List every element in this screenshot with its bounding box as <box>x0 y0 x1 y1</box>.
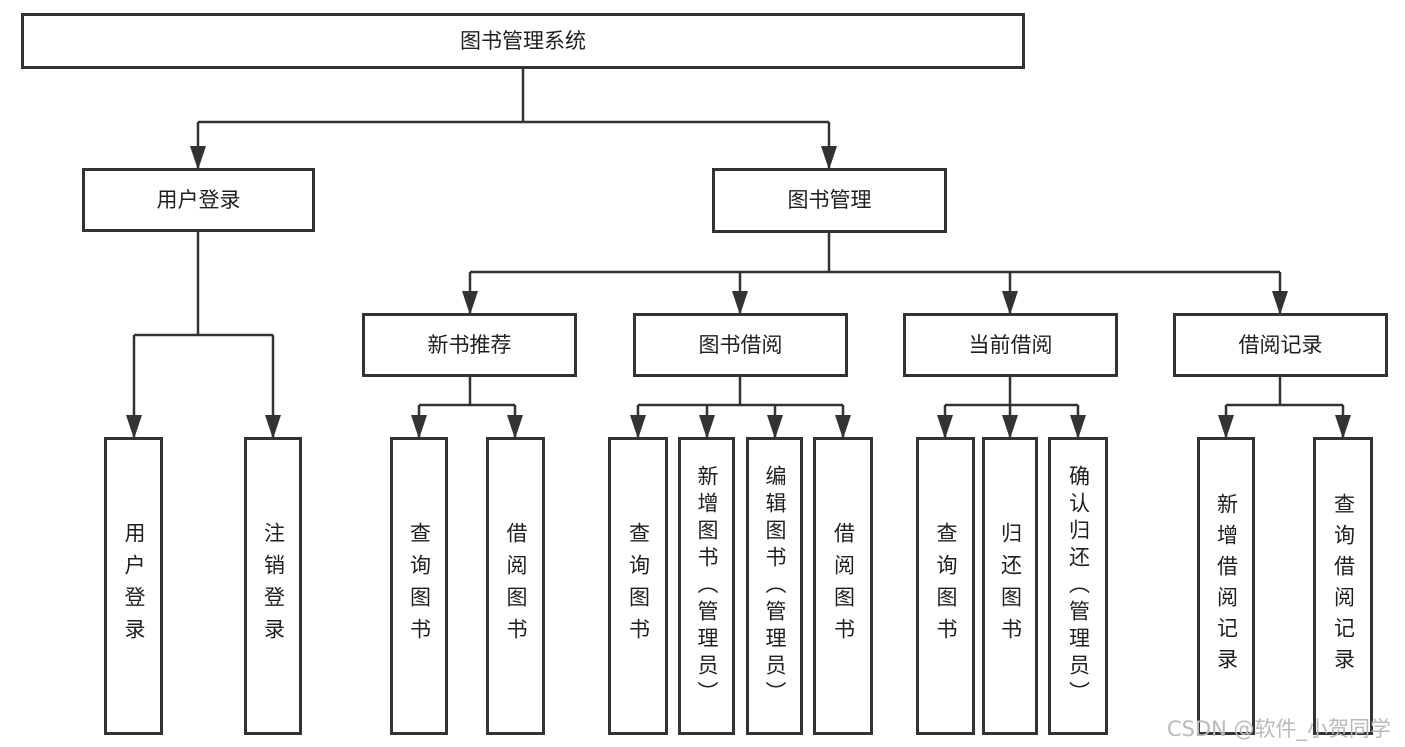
csdn-watermark: CSDN @软件_小贺同学 <box>1166 717 1391 741</box>
node-label: 注销登录 <box>261 522 286 650</box>
leaf-bb-add-books-admin: 新增图书（管理员） <box>678 437 735 735</box>
node-label: 确认归还（管理员） <box>1066 464 1091 708</box>
leaf-cb-query-books: 查询图书 <box>916 437 975 735</box>
leaf-cb-return-books: 归还图书 <box>982 437 1038 735</box>
leaf-rec-query-books: 查询图书 <box>390 437 448 735</box>
leaf-bb-edit-books-admin: 编辑图书（管理员） <box>746 437 803 735</box>
node-user-login: 用户登录 <box>82 168 315 232</box>
node-label: 新增借阅记录 <box>1214 493 1239 679</box>
node-current-borrowing: 当前借阅 <box>903 313 1118 377</box>
leaf-rec-borrow-books: 借阅图书 <box>486 437 545 735</box>
leaf-bb-borrow-books: 借阅图书 <box>813 437 873 735</box>
leaf-logout-login: 注销登录 <box>244 437 302 735</box>
node-label: 新增图书（管理员） <box>695 464 719 708</box>
node-borrowing-records: 借阅记录 <box>1173 313 1388 377</box>
leaf-cb-confirm-return-admin: 确认归还（管理员） <box>1048 437 1108 735</box>
node-label: 用户登录 <box>156 187 241 212</box>
leaf-bb-query-books: 查询图书 <box>608 437 668 735</box>
node-label: 借阅记录 <box>1238 332 1323 357</box>
node-label: 用户登录 <box>122 522 146 650</box>
node-book-management: 图书管理 <box>712 168 947 233</box>
node-label: 图书管理系统 <box>460 28 586 53</box>
node-new-book-recommend: 新书推荐 <box>362 313 577 377</box>
node-label: 归还图书 <box>998 522 1023 650</box>
leaf-br-query-record: 查询借阅记录 <box>1313 437 1373 735</box>
node-label: 借阅图书 <box>831 522 856 650</box>
node-label: 查询图书 <box>626 522 651 650</box>
leaf-user-login: 用户登录 <box>104 437 163 735</box>
node-label: 查询图书 <box>407 522 432 650</box>
node-label: 查询图书 <box>934 522 958 650</box>
node-label: 图书管理 <box>787 188 872 212</box>
node-label: 编辑图书（管理员） <box>763 464 787 708</box>
node-label: 查询借阅记录 <box>1331 493 1356 679</box>
leaf-br-add-record: 新增借阅记录 <box>1197 437 1255 735</box>
node-label: 新书推荐 <box>427 332 512 357</box>
node-label: 借阅图书 <box>504 522 528 650</box>
node-library-management-system: 图书管理系统 <box>21 13 1025 69</box>
node-label: 图书借阅 <box>698 332 783 357</box>
node-label: 当前借阅 <box>968 332 1053 357</box>
node-book-borrowing: 图书借阅 <box>633 313 848 377</box>
